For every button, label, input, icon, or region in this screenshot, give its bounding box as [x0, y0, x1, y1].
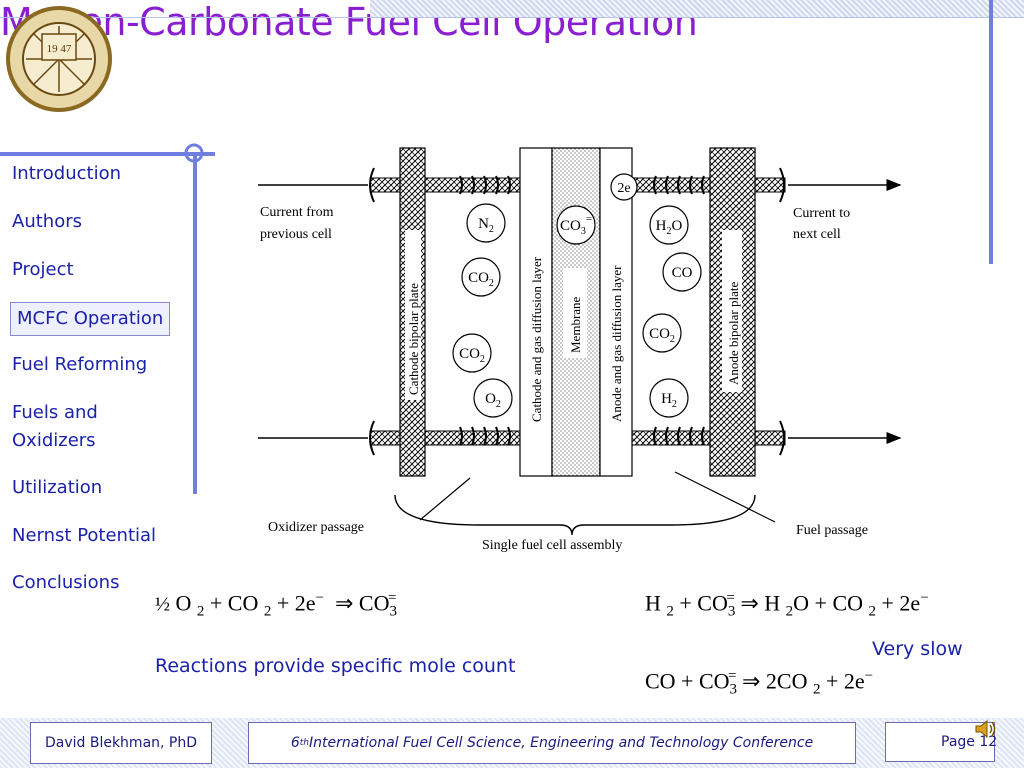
current-out-label-2: next cell: [793, 227, 841, 242]
assembly-brace: [394, 494, 756, 536]
footer-page: Page 12: [885, 722, 998, 762]
current-out-label-1: Current to: [793, 206, 850, 221]
conference-suffix: th: [299, 738, 309, 748]
anode-plate-label: Anode bipolar plate: [726, 282, 741, 385]
header-rule: [0, 17, 1024, 18]
species-o2: O2: [485, 391, 501, 410]
nav-item-mcfc-operation[interactable]: MCFC Operation: [10, 302, 171, 336]
species-co: CO: [672, 265, 693, 281]
connector-bar: [369, 177, 401, 193]
sidebar-vertical-line: [193, 152, 197, 494]
page-label: Page: [941, 734, 975, 750]
cathode-plate-label: Cathode bipolar plate: [406, 283, 421, 395]
species-h2: H2: [661, 391, 677, 410]
nav-item-nernst-potential[interactable]: Nernst Potential: [12, 525, 157, 546]
header-checker-band: [370, 0, 1024, 17]
species-h2o: H2O: [656, 218, 683, 237]
university-logo: 19 47: [4, 4, 114, 114]
fuel-passage-label: Fuel passage: [796, 523, 868, 538]
species-co2: CO2: [459, 346, 485, 365]
footer-author: David Blekhman, PhD: [30, 722, 212, 764]
connector-bar: [631, 177, 711, 193]
conference-title: International Fuel Cell Science, Enginee…: [308, 735, 814, 751]
gas-flow-swirls: [459, 175, 705, 446]
current-in-label-2: previous cell: [260, 227, 332, 242]
speaker-icon[interactable]: [972, 716, 998, 742]
species-co2: CO2: [468, 270, 494, 289]
oxidizer-passage-label: Oxidizer passage: [268, 520, 364, 535]
species-co2: CO2: [649, 326, 675, 345]
page-number: 12: [979, 734, 998, 750]
nav-item-fuel-reforming[interactable]: Fuel Reforming: [12, 354, 148, 375]
conference-number: 6: [290, 735, 300, 751]
cathode-layer-label: Cathode and gas diffusion layer: [529, 256, 544, 422]
nav-item-authors[interactable]: Authors: [12, 211, 82, 232]
right-accent-line: [989, 0, 993, 264]
connector-bar: [754, 430, 786, 446]
species-n2: N2: [478, 216, 494, 235]
connector-bar: [369, 430, 401, 446]
footer-author-text: David Blekhman, PhD: [44, 735, 198, 751]
species-carbonate: CO3=: [560, 213, 592, 237]
connector-bar: [631, 430, 711, 446]
anode-reaction-1: H 2 + CO3= ⇒ H 2O + CO 2 + 2e−: [645, 590, 929, 620]
cathode-reaction: ½ O 2 + CO 2 + 2e− ⇒ CO3=: [155, 590, 397, 620]
cathode-diffusion-layer: [519, 147, 553, 477]
svg-text:19 47: 19 47: [47, 43, 72, 55]
very-slow-note: Very slow: [872, 638, 963, 660]
assembly-label: Single fuel cell assembly: [482, 538, 622, 553]
nav-item-introduction[interactable]: Introduction: [12, 163, 122, 184]
nav-item-conclusions[interactable]: Conclusions: [12, 572, 120, 593]
current-in-label-1: Current from: [260, 205, 334, 220]
anode-diffusion-layer: [599, 147, 633, 477]
electrons-label: 2e: [617, 181, 630, 196]
anode-layer-label: Anode and gas diffusion layer: [609, 265, 624, 422]
reaction-note: Reactions provide specific mole count: [155, 655, 516, 677]
nav-item-project[interactable]: Project: [12, 259, 74, 280]
sidebar-circle-icon: [183, 142, 205, 164]
connector-bar: [754, 177, 786, 193]
anode-reaction-2: CO + CO3= ⇒ 2CO 2 + 2e−: [645, 668, 874, 698]
nav-item-fuels-and-oxidizers[interactable]: Fuels and Oxidizers: [12, 402, 98, 451]
nav-item-utilization[interactable]: Utilization: [12, 477, 103, 498]
fuel-cell-diagram: Cathode bipolar plate Cathode and gas di…: [250, 140, 920, 560]
sidebar-top-line: [0, 152, 215, 156]
membrane-label: Membrane: [568, 296, 583, 353]
